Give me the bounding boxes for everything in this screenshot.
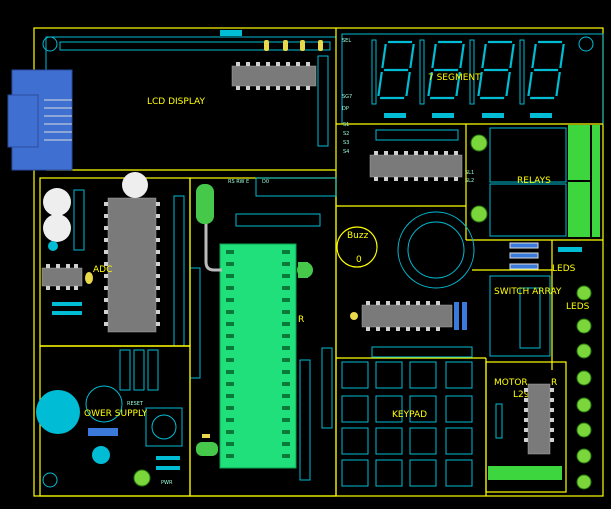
- leds-label-top: LEDS: [552, 264, 576, 274]
- svg-text:R: R: [298, 315, 304, 325]
- resistor-set: [509, 242, 539, 270]
- seven-segment-label: 7 SEGMENT: [428, 73, 481, 83]
- serial-connector: [7, 69, 73, 171]
- svg-text:S1: S1: [343, 122, 349, 128]
- relay-led: [470, 205, 488, 223]
- lcd-header: [59, 30, 331, 51]
- svg-text:PWR: PWR: [161, 480, 173, 486]
- motor-label: MOTOR: [494, 378, 528, 388]
- leds-label-right: LEDS: [566, 302, 590, 312]
- switch-array-label: SWITCH ARRAY: [494, 287, 562, 297]
- motor-ic-label: L29: [513, 390, 530, 400]
- lcd-capacitors: [264, 40, 323, 51]
- svg-text:RS RW E: RS RW E: [228, 179, 249, 185]
- relay-block: [489, 125, 600, 237]
- adc-label: ADC: [93, 265, 112, 275]
- segment-resistors: [384, 113, 552, 118]
- keypad-label: KEYPAD: [392, 410, 427, 420]
- seven-segment-display: [371, 39, 565, 105]
- switch-ic: [361, 301, 453, 331]
- svg-text:0: 0: [356, 255, 362, 265]
- svg-text:DP: DP: [342, 106, 349, 112]
- segment-driver-ic: [369, 151, 463, 181]
- crystal: [122, 172, 148, 198]
- mount-hole: [42, 36, 58, 52]
- relay-led: [470, 134, 488, 152]
- svg-text:S2: S2: [343, 131, 349, 137]
- buzzer-label: Buzz: [347, 231, 369, 241]
- microcontroller: [219, 243, 297, 469]
- switch-array: [489, 275, 551, 357]
- svg-text:S4: S4: [343, 149, 349, 155]
- buzzer: [336, 226, 378, 268]
- lcd-display-label: LCD DISPLAY: [147, 97, 205, 107]
- lcd-driver-ic: [231, 62, 317, 90]
- svg-text:SL1: SL1: [465, 170, 474, 176]
- mount-hole: [578, 36, 594, 52]
- speaker: [397, 211, 475, 289]
- svg-text:RESET: RESET: [127, 401, 144, 407]
- svg-text:D0: D0: [262, 179, 269, 185]
- mount-hole: [42, 472, 58, 488]
- keypad-grid: [341, 361, 473, 487]
- svg-text:SEL: SEL: [342, 38, 351, 44]
- adc-chip: [104, 197, 160, 333]
- motor-driver-ic: [524, 383, 554, 455]
- zif-lever: [196, 184, 214, 224]
- motor-connector: [488, 466, 562, 480]
- svg-text:R: R: [551, 378, 557, 388]
- power-supply-label: OWER SUPPLY: [84, 409, 148, 419]
- svg-text:SL2: SL2: [465, 178, 474, 184]
- led-column: [576, 285, 592, 490]
- svg-text:S3: S3: [343, 140, 349, 146]
- adc-small-ic: [41, 264, 83, 290]
- svg-text:SG7: SG7: [342, 94, 352, 100]
- power-jack: [36, 390, 80, 434]
- relays-label: RELAYS: [517, 176, 551, 186]
